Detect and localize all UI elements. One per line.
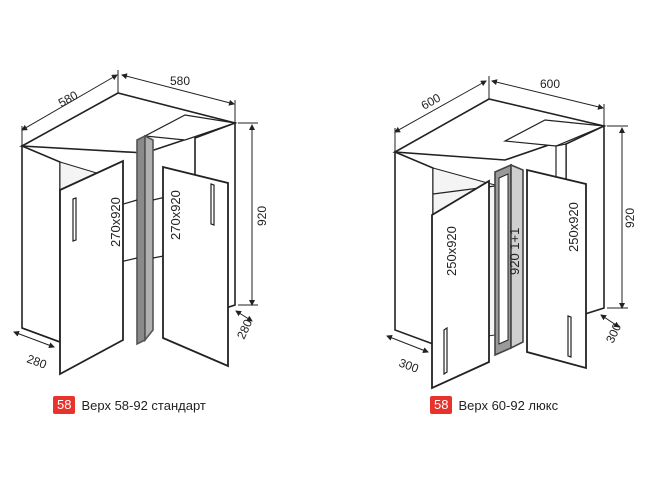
caption-standard-text: Верх 58-92 стандарт — [81, 397, 206, 413]
badge-standard: 58 — [53, 396, 76, 414]
std-width-left: 580 — [56, 88, 81, 110]
caption-lux: 58 Верх 60-92 люкс — [430, 396, 558, 414]
lux-height: 920 — [623, 208, 637, 228]
std-door-right-size: 270x920 — [168, 190, 183, 240]
std-door-left-size: 270x920 — [108, 197, 123, 247]
cabinet-standard-drawing — [19, 92, 238, 376]
std-depth-left: 280 — [25, 352, 49, 372]
lux-corner-insert-size: 920 1+1 — [507, 228, 522, 275]
lux-depth-right: 300 — [603, 321, 624, 345]
lux-width-left: 600 — [419, 91, 444, 113]
std-height: 920 — [255, 206, 269, 226]
std-width-right: 580 — [170, 74, 190, 88]
lux-door-left-size: 250x920 — [444, 226, 459, 276]
cabinet-lux-drawing — [392, 98, 607, 390]
lux-width-right: 600 — [540, 77, 560, 91]
lux-door-right-size: 250x920 — [566, 202, 581, 252]
caption-standard: 58 Верх 58-92 стандарт — [53, 396, 206, 414]
lux-depth-left: 300 — [397, 356, 421, 376]
caption-lux-text: Верх 60-92 люкс — [458, 397, 559, 413]
badge-lux: 58 — [430, 396, 453, 414]
